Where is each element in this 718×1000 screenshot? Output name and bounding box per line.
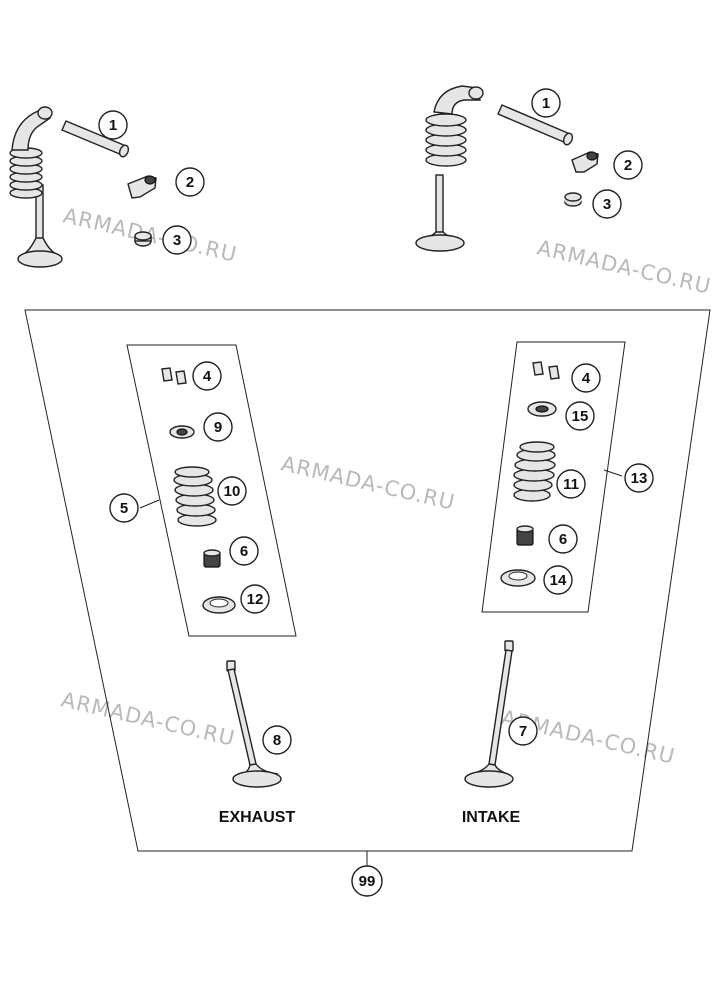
svg-text:4: 4 bbox=[203, 368, 212, 385]
subkit-leader-13 bbox=[603, 469, 623, 477]
kit-frame bbox=[24, 309, 711, 852]
watermark-top-right: ARMADA-CO.RU bbox=[535, 235, 714, 298]
valve-collet-icon bbox=[161, 367, 173, 382]
callouts: 1 2 3 1 2 3 4 9 bbox=[98, 88, 654, 897]
callout-14[interactable]: 14 bbox=[543, 565, 573, 595]
callout-9[interactable]: 9 bbox=[203, 412, 233, 442]
exhaust-rocker-assembly bbox=[9, 106, 157, 268]
rocker-bore-icon bbox=[37, 106, 53, 120]
callout-13[interactable]: 13 bbox=[624, 463, 654, 493]
svg-text:11: 11 bbox=[563, 476, 579, 493]
callout-6-intake[interactable]: 6 bbox=[548, 524, 578, 554]
exhaust-valve-head-top bbox=[17, 250, 63, 268]
intake-valve bbox=[464, 640, 514, 788]
callout-1-top-right[interactable]: 1 bbox=[531, 88, 561, 118]
subkit-leader-5 bbox=[139, 499, 160, 509]
intake-subkit-parts bbox=[500, 361, 560, 587]
svg-text:6: 6 bbox=[559, 531, 567, 548]
intake-spring-icon bbox=[513, 441, 556, 502]
callout-1-top-left[interactable]: 1 bbox=[98, 110, 128, 140]
callout-3-top-right[interactable]: 3 bbox=[592, 189, 622, 219]
svg-text:5: 5 bbox=[120, 500, 128, 517]
callout-99[interactable]: 99 bbox=[351, 865, 383, 897]
watermark-bottom-left: ARMADA-CO.RU bbox=[59, 687, 238, 750]
callout-4-intake[interactable]: 4 bbox=[571, 363, 601, 393]
callout-12[interactable]: 12 bbox=[240, 584, 270, 614]
svg-text:4: 4 bbox=[582, 370, 591, 387]
callout-4-exhaust[interactable]: 4 bbox=[192, 361, 222, 391]
svg-text:10: 10 bbox=[224, 483, 241, 500]
svg-text:2: 2 bbox=[624, 157, 632, 174]
svg-text:15: 15 bbox=[572, 408, 589, 425]
svg-text:8: 8 bbox=[273, 732, 281, 749]
intake-valve-stem-top bbox=[435, 174, 444, 236]
svg-text:1: 1 bbox=[542, 95, 550, 112]
svg-text:7: 7 bbox=[519, 723, 527, 740]
svg-text:9: 9 bbox=[214, 419, 222, 436]
exhaust-label: EXHAUST bbox=[219, 809, 296, 826]
callout-5[interactable]: 5 bbox=[109, 493, 139, 523]
exhaust-valve bbox=[226, 660, 282, 788]
svg-text:14: 14 bbox=[550, 572, 567, 589]
svg-text:13: 13 bbox=[631, 470, 648, 487]
watermark-center: ARMADA-CO.RU bbox=[279, 451, 458, 514]
valve-spring-icon bbox=[173, 466, 217, 527]
svg-text:3: 3 bbox=[603, 196, 611, 213]
intake-label: INTAKE bbox=[462, 809, 521, 826]
exhaust-subkit-parts bbox=[161, 367, 236, 614]
callout-2-top-right[interactable]: 2 bbox=[613, 150, 643, 180]
callout-6-exhaust[interactable]: 6 bbox=[229, 536, 259, 566]
svg-text:3: 3 bbox=[173, 232, 181, 249]
callout-7[interactable]: 7 bbox=[508, 716, 538, 746]
intake-spring-top bbox=[425, 113, 467, 167]
callout-3-top-left[interactable]: 3 bbox=[162, 225, 192, 255]
callout-8[interactable]: 8 bbox=[262, 725, 292, 755]
intake-rocker-assembly bbox=[415, 85, 599, 252]
svg-text:12: 12 bbox=[247, 591, 264, 608]
svg-text:99: 99 bbox=[359, 873, 376, 890]
svg-text:1: 1 bbox=[109, 117, 117, 134]
intake-subkit-frame bbox=[481, 341, 626, 613]
intake-valve-head-top bbox=[415, 234, 465, 252]
callout-11[interactable]: 11 bbox=[556, 469, 586, 499]
callout-15[interactable]: 15 bbox=[565, 401, 595, 431]
callout-2-top-left[interactable]: 2 bbox=[175, 167, 205, 197]
callout-10[interactable]: 10 bbox=[217, 476, 247, 506]
svg-text:2: 2 bbox=[186, 174, 194, 191]
exhaust-subkit-frame bbox=[126, 344, 297, 637]
svg-text:6: 6 bbox=[240, 543, 248, 560]
exhaust-spring-top bbox=[9, 147, 43, 199]
